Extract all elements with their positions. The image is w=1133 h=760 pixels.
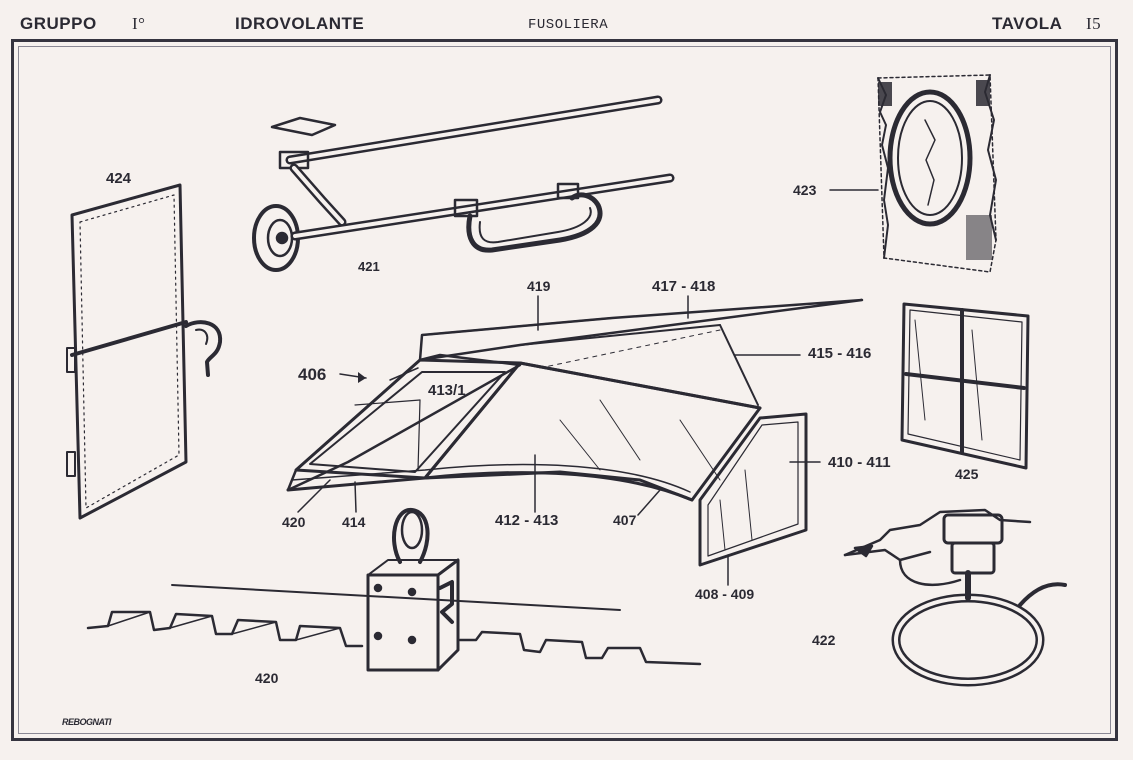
callout-417-418: 417 - 418 — [652, 278, 716, 295]
callout-413-1: 413/1 — [428, 382, 466, 399]
leader-lines — [297, 295, 821, 586]
part-423-oval-window — [829, 74, 997, 273]
part-424-door-panel — [66, 183, 223, 520]
artist-signature: REBOGNATI — [62, 717, 111, 727]
callout-412-413: 412 - 413 — [495, 512, 559, 529]
callout-423: 423 — [793, 182, 817, 198]
header-aircraft: IDROVOLANTE — [235, 14, 365, 33]
part-422-ring-fitting — [843, 508, 1067, 687]
plate-inner-frame — [18, 46, 1111, 734]
callout-410-411: 410 - 411 — [828, 454, 891, 471]
windshield-assembly — [286, 298, 864, 567]
plate-frame — [11, 39, 1118, 741]
header-section: FUSOLIERA — [528, 17, 609, 33]
callout-406: 406 — [298, 365, 327, 384]
callout-408-409: 408 - 409 — [695, 586, 755, 602]
callout-415-416: 415 - 416 — [808, 345, 872, 362]
callout-424: 424 — [106, 170, 132, 187]
header-tavola: TAVOLA — [992, 14, 1063, 33]
callout-419: 419 — [527, 278, 551, 294]
header-tavola-number: I5 — [1086, 14, 1102, 33]
callout-414: 414 — [342, 514, 366, 530]
part-425-window-panel — [900, 302, 1030, 470]
header-gruppo: GRUPPO — [20, 14, 97, 33]
callout-420-hinge: 420 — [255, 670, 279, 686]
part-420-hinge-strip — [86, 508, 702, 672]
header-gruppo-number: I° — [132, 14, 146, 33]
callout-407: 407 — [613, 512, 637, 528]
callout-425: 425 — [955, 466, 979, 482]
callout-421: 421 — [358, 259, 380, 274]
part-421-rod-assembly — [252, 95, 675, 272]
callout-420-windshield: 420 — [282, 514, 306, 530]
callout-422: 422 — [812, 632, 836, 648]
